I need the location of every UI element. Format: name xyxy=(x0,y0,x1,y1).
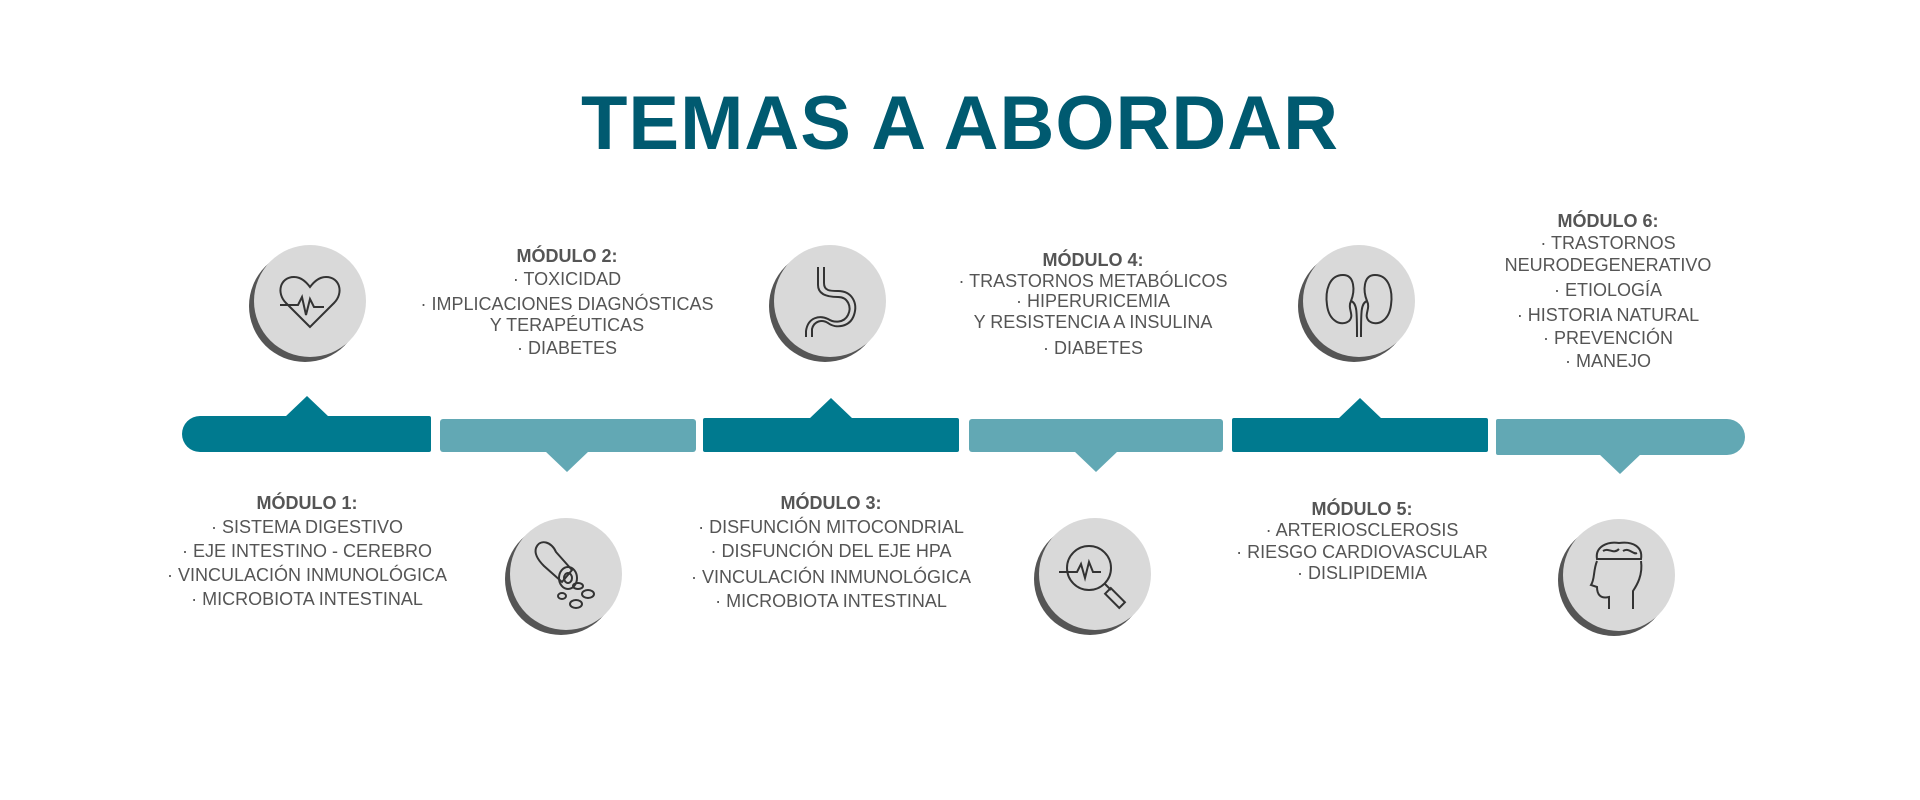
module-heading: MÓDULO 3: xyxy=(780,493,882,513)
timeline-segment-6 xyxy=(1496,419,1745,455)
module-topic: · SISTEMA DIGESTIVO xyxy=(210,517,404,537)
module-topic: · DISFUNCIÓN DEL EJE HPA xyxy=(710,541,952,561)
module-topic: · ETIOLOGÍA xyxy=(1553,280,1663,300)
module-topic: · DIABETES xyxy=(516,338,618,358)
module-topic: · RIESGO CARDIOVASCULAR xyxy=(1236,542,1488,562)
module-topic: · MICROBIOTA INTESTINAL xyxy=(715,591,947,611)
heart-pulse-icon xyxy=(254,245,366,357)
module-topic: · VINCULACIÓN INMUNOLÓGICA xyxy=(690,567,972,587)
module-topic: · TRASTORNOS METABÓLICOS xyxy=(958,271,1228,291)
intestine-cells-icon xyxy=(510,518,622,630)
page-title: TEMAS A ABORDAR xyxy=(580,81,1340,166)
kidneys-icon xyxy=(1303,245,1415,357)
module-topic: · MICROBIOTA INTESTINAL xyxy=(191,589,423,609)
magnifier-pulse-icon xyxy=(1039,518,1151,630)
timeline-segment-1 xyxy=(182,416,431,452)
timeline-segment-2 xyxy=(440,419,696,452)
module-topic: · DIABETES xyxy=(1042,338,1144,358)
pointer-down-4 xyxy=(1074,451,1118,472)
module-topic: · PREVENCIÓN xyxy=(1542,328,1674,348)
pointer-up-1 xyxy=(285,396,329,417)
module-heading: MÓDULO 6: xyxy=(1557,211,1659,231)
module-topic: · VINCULACIÓN INMUNOLÓGICA xyxy=(166,565,448,585)
module-topic: · TRASTORNOS xyxy=(1540,233,1676,253)
brain-head-icon xyxy=(1563,519,1675,631)
module-topic: · EJE INTESTINO - CEREBRO xyxy=(181,541,433,561)
module-topic: · TOXICIDAD xyxy=(512,269,622,289)
module-heading: MÓDULO 5: xyxy=(1311,499,1413,519)
module-topic: Y RESISTENCIA A INSULINA xyxy=(973,312,1213,332)
module-topic: · DISFUNCIÓN MITOCONDRIAL xyxy=(698,517,964,537)
module-topic: · MANEJO xyxy=(1564,351,1651,371)
module-topic: · DISLIPIDEMIA xyxy=(1296,563,1428,583)
module-heading: MÓDULO 4: xyxy=(1042,250,1144,270)
pointer-down-2 xyxy=(545,451,589,472)
pointer-up-3 xyxy=(809,398,853,419)
module-heading: MÓDULO 2: xyxy=(516,246,618,266)
module-topic: · IMPLICACIONES DIAGNÓSTICAS xyxy=(420,294,714,314)
pointer-up-5 xyxy=(1338,398,1382,419)
timeline-segment-5 xyxy=(1232,418,1488,452)
pointer-down-6 xyxy=(1598,453,1642,474)
module-topic: · HISTORIA NATURAL xyxy=(1516,305,1700,325)
stomach-icon xyxy=(774,245,886,357)
timeline-segment-3 xyxy=(703,418,959,452)
module-topic: · HIPERURICEMIA xyxy=(1015,291,1170,311)
timeline-segment-4 xyxy=(969,419,1223,452)
module-topic: Y TERAPÉUTICAS xyxy=(489,315,645,335)
module-heading: MÓDULO 1: xyxy=(256,493,358,513)
module-topic: · ARTERIOSCLEROSIS xyxy=(1265,520,1459,540)
module-topic: NEURODEGENERATIVO xyxy=(1504,255,1712,275)
